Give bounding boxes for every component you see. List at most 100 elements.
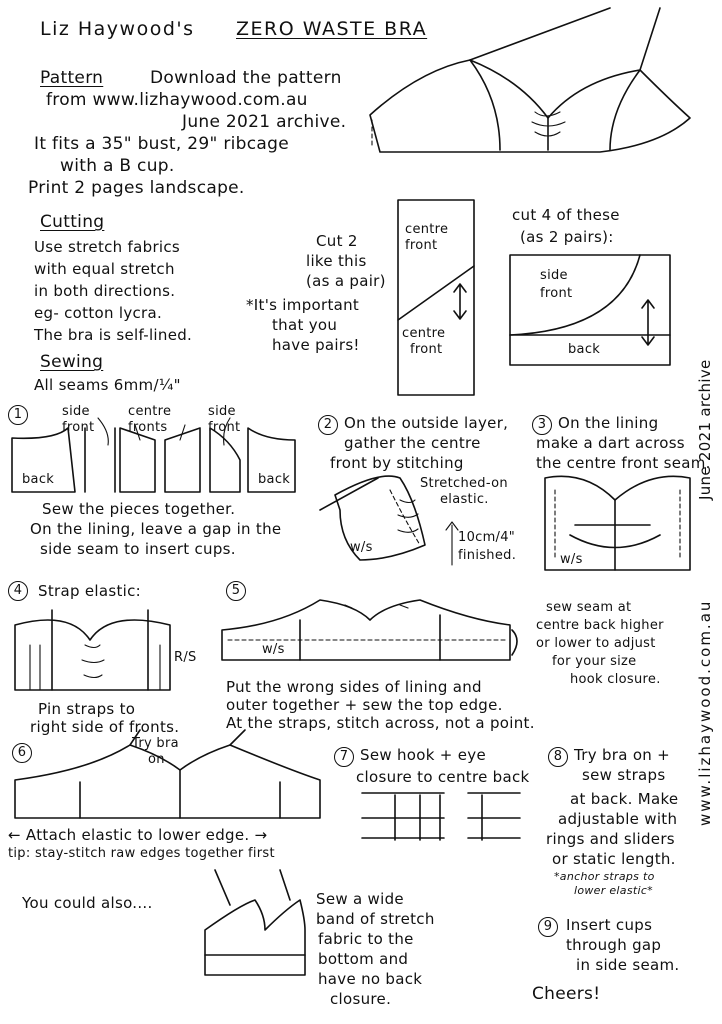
- step8-line: at back. Make: [570, 790, 679, 808]
- archive-note: June 2021 archive: [696, 359, 714, 500]
- step4-title: Strap elastic:: [38, 582, 142, 600]
- step3-line: make a dart across: [536, 434, 685, 452]
- author-name: Liz Haywood's: [40, 18, 195, 40]
- step6-line: ← Attach elastic to lower edge. →: [8, 826, 268, 844]
- pattern-line: from www.lizhaywood.com.au: [46, 90, 308, 110]
- step6-try: on: [148, 752, 165, 767]
- pattern-line: Print 2 pages landscape.: [28, 178, 245, 198]
- side-back-pattern: [509, 254, 671, 366]
- cutting-line: The bra is self-lined.: [34, 326, 193, 344]
- step4-line: Pin straps to: [38, 700, 136, 718]
- centre-front-pattern: [397, 199, 475, 396]
- centre-front-label: centre: [405, 222, 449, 237]
- step1-label: back: [258, 472, 291, 487]
- pattern-line: Download the pattern: [150, 68, 342, 88]
- important-line: that you: [272, 316, 338, 334]
- step2-measure: finished.: [458, 548, 517, 563]
- pattern-line: with a B cup.: [60, 156, 175, 176]
- cut2-line: (as a pair): [306, 272, 386, 290]
- step-number: 3: [532, 415, 552, 435]
- step5-side-note: for your size: [552, 654, 637, 669]
- step5-line: outer together + sew the top edge.: [226, 696, 503, 714]
- pattern-line: June 2021 archive.: [182, 112, 347, 132]
- step5-side-note: sew seam at: [546, 600, 632, 615]
- cut4-line: cut 4 of these: [512, 206, 620, 224]
- pattern-line: It fits a 35" bust, 29" ribcage: [34, 134, 289, 154]
- step-number: 6: [12, 743, 32, 763]
- wrong-side-label: w/s: [262, 642, 285, 657]
- alt-bandeau: [204, 869, 306, 976]
- pattern-heading: Pattern: [40, 68, 104, 88]
- alt-intro: You could also....: [22, 894, 153, 912]
- sewing-heading: Sewing: [40, 352, 104, 372]
- step9-line: in side seam.: [576, 956, 680, 974]
- cutting-line: in both directions.: [34, 282, 176, 300]
- step1-label: back: [22, 472, 55, 487]
- step8-line: or static length.: [552, 850, 676, 868]
- centre-front-label: front: [410, 342, 443, 357]
- bra-hero-illustration: [369, 7, 691, 153]
- step-number: 8: [548, 747, 568, 767]
- step8-note: *anchor straps to: [554, 870, 655, 883]
- step2-cup: [319, 475, 459, 566]
- step1-label: centre fronts: [128, 404, 172, 435]
- step8-line: rings and sliders: [546, 830, 675, 848]
- step5-bra-body: [221, 599, 518, 661]
- centre-front-label: front: [405, 238, 438, 253]
- step5-line: At the straps, stitch across, not a poin…: [226, 714, 535, 732]
- alt-line: bottom and: [318, 950, 409, 968]
- alt-line: Sew a wide: [316, 890, 404, 908]
- cutting-line: Use stretch fabrics: [34, 238, 181, 256]
- step3-line: On the lining: [558, 414, 659, 432]
- alt-line: band of stretch: [316, 910, 435, 928]
- step2-measure: 10cm/4": [458, 530, 516, 545]
- step1-line: Sew the pieces together.: [42, 500, 236, 518]
- step1-label: side front: [62, 404, 95, 435]
- website-url: www.lizhaywood.com.au: [696, 599, 714, 826]
- step4-straps: [14, 609, 171, 691]
- step2-note: elastic.: [440, 492, 489, 507]
- step2-note: Stretched-on: [420, 476, 508, 491]
- right-side-label: R/S: [174, 650, 197, 665]
- step1-line: On the lining, leave a gap in the: [30, 520, 282, 538]
- step-number: 2: [318, 415, 338, 435]
- cutting-line: with equal stretch: [34, 260, 175, 278]
- step9-line: Insert cups: [566, 916, 653, 934]
- step8-note: lower elastic*: [574, 884, 653, 897]
- important-line: *It's important: [246, 296, 360, 314]
- step8-line: Try bra on +: [574, 746, 671, 764]
- step9-line: through gap: [566, 936, 662, 954]
- step7-line: closure to centre back: [356, 768, 530, 786]
- centre-front-label: centre: [402, 326, 446, 341]
- step1-pieces: [11, 417, 296, 493]
- cutting-line: eg- cotton lycra.: [34, 304, 163, 322]
- step6-line: tip: stay-stitch raw edges together firs…: [8, 846, 275, 861]
- step3-lining: [544, 475, 691, 571]
- alt-line: have no back: [318, 970, 423, 988]
- step8-line: adjustable with: [558, 810, 678, 828]
- step6-try: Try bra: [132, 736, 179, 751]
- cutting-heading: Cutting: [40, 212, 105, 232]
- step8-line: sew straps: [582, 766, 666, 784]
- step-number: 1: [8, 405, 28, 425]
- back-label: back: [568, 342, 601, 357]
- step-number: 5: [226, 581, 246, 601]
- step4-line: right side of fronts.: [30, 718, 180, 736]
- step2-line: On the outside layer,: [344, 414, 509, 432]
- step7-closure: [361, 792, 521, 841]
- page-title: ZERO WASTE BRA: [236, 18, 428, 40]
- step5-line: Put the wrong sides of lining and: [226, 678, 482, 696]
- side-front-label: side: [540, 268, 568, 283]
- seam-allowance: All seams 6mm/¼": [34, 376, 181, 394]
- step2-line: gather the centre: [344, 434, 481, 452]
- step6-bra: [14, 729, 321, 819]
- cut2-line: like this: [306, 252, 367, 270]
- step5-side-note: or lower to adjust: [536, 636, 656, 651]
- step-number: 9: [538, 917, 558, 937]
- wrong-side-label: w/s: [350, 540, 373, 555]
- step2-line: front by stitching: [330, 454, 464, 472]
- wrong-side-label: w/s: [560, 552, 583, 567]
- step7-line: Sew hook + eye: [360, 746, 486, 764]
- side-front-label: front: [540, 286, 573, 301]
